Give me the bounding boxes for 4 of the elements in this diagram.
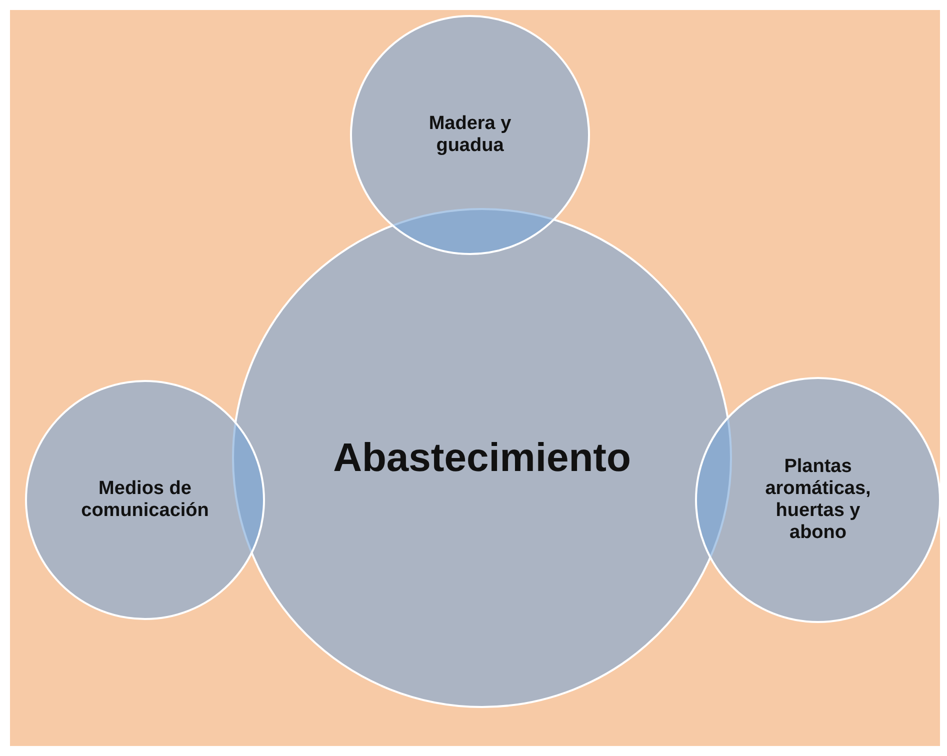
node-text: Abastecimiento [332, 436, 632, 480]
node-text: Medios de comunicación [80, 478, 210, 522]
node-text: Plantas aromáticas, huertas y abono [764, 456, 872, 544]
node-text: Madera y guadua [428, 113, 512, 157]
